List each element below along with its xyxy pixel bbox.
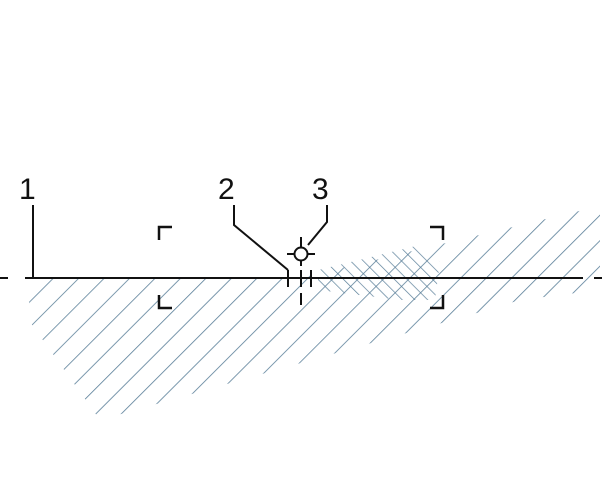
reference-mark-ticks [287, 270, 312, 305]
leader-lines [32, 205, 328, 278]
callout-label-1: 1 [19, 173, 36, 206]
target-crosshair-icon [287, 237, 315, 266]
frame-corner-brackets [157, 225, 445, 310]
lower-hatched-region [28, 278, 600, 420]
callout-label-3: 3 [312, 173, 329, 206]
crosshatched-region [318, 245, 440, 300]
callout-label-2: 2 [218, 173, 235, 206]
